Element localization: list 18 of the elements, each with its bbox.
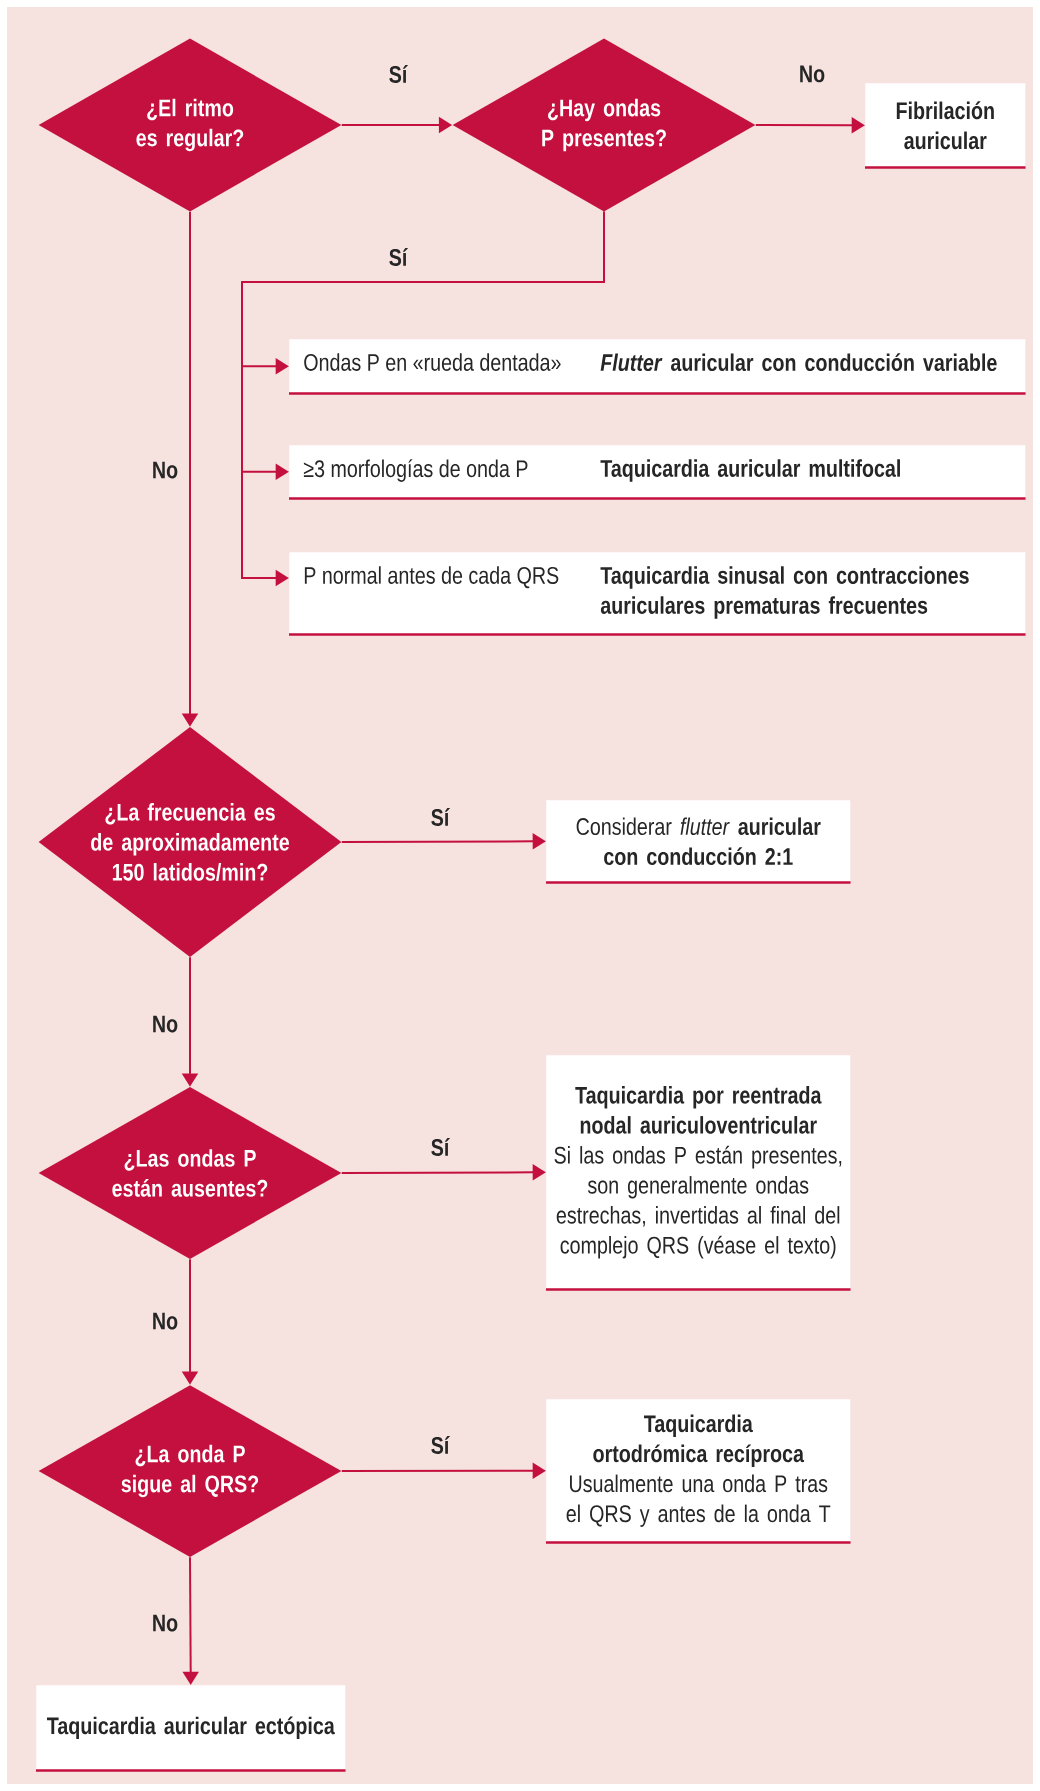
result-box: Taquicardia ortodrómica recíproca Usualmente una onda P tras el QRS y antes de la onda T xyxy=(546,1399,851,1544)
result-box: Taquicardia por reentrada nodal auriculoventricular Si las ondas P están presentes, son generalmente ondas estrechas, invertidas al final del complejo QRS (véase el texto) xyxy=(546,1055,851,1291)
edge-label: Sí xyxy=(387,63,409,85)
result-box: P normal antes de cada QRS Taquicardia sinusal con contracciones auriculares prematuras frecuentes xyxy=(289,552,1026,636)
result-box: Taquicardia auricular ectópica xyxy=(36,1685,346,1772)
edge-label: Sí xyxy=(429,806,451,828)
edge-label: Sí xyxy=(387,246,409,268)
result-box: Considerar flutter auricular con conducción 2:1 xyxy=(546,800,851,884)
edge-label: No xyxy=(150,1014,180,1034)
edge-label: No xyxy=(150,1311,180,1331)
edge-label: Sí xyxy=(429,1434,451,1456)
edge-label: Sí xyxy=(429,1136,451,1158)
edge-label: No xyxy=(150,460,180,480)
result-box: Fibrilación auricular xyxy=(865,83,1026,169)
edge-label: No xyxy=(150,1613,180,1633)
edge-label: No xyxy=(797,64,827,84)
result-box: Ondas P en «rueda dentada» Flutter auricular con conducción variable xyxy=(289,339,1026,395)
result-box: ≥3 morfologías de onda P Taquicardia auricular multifocal xyxy=(289,445,1026,500)
